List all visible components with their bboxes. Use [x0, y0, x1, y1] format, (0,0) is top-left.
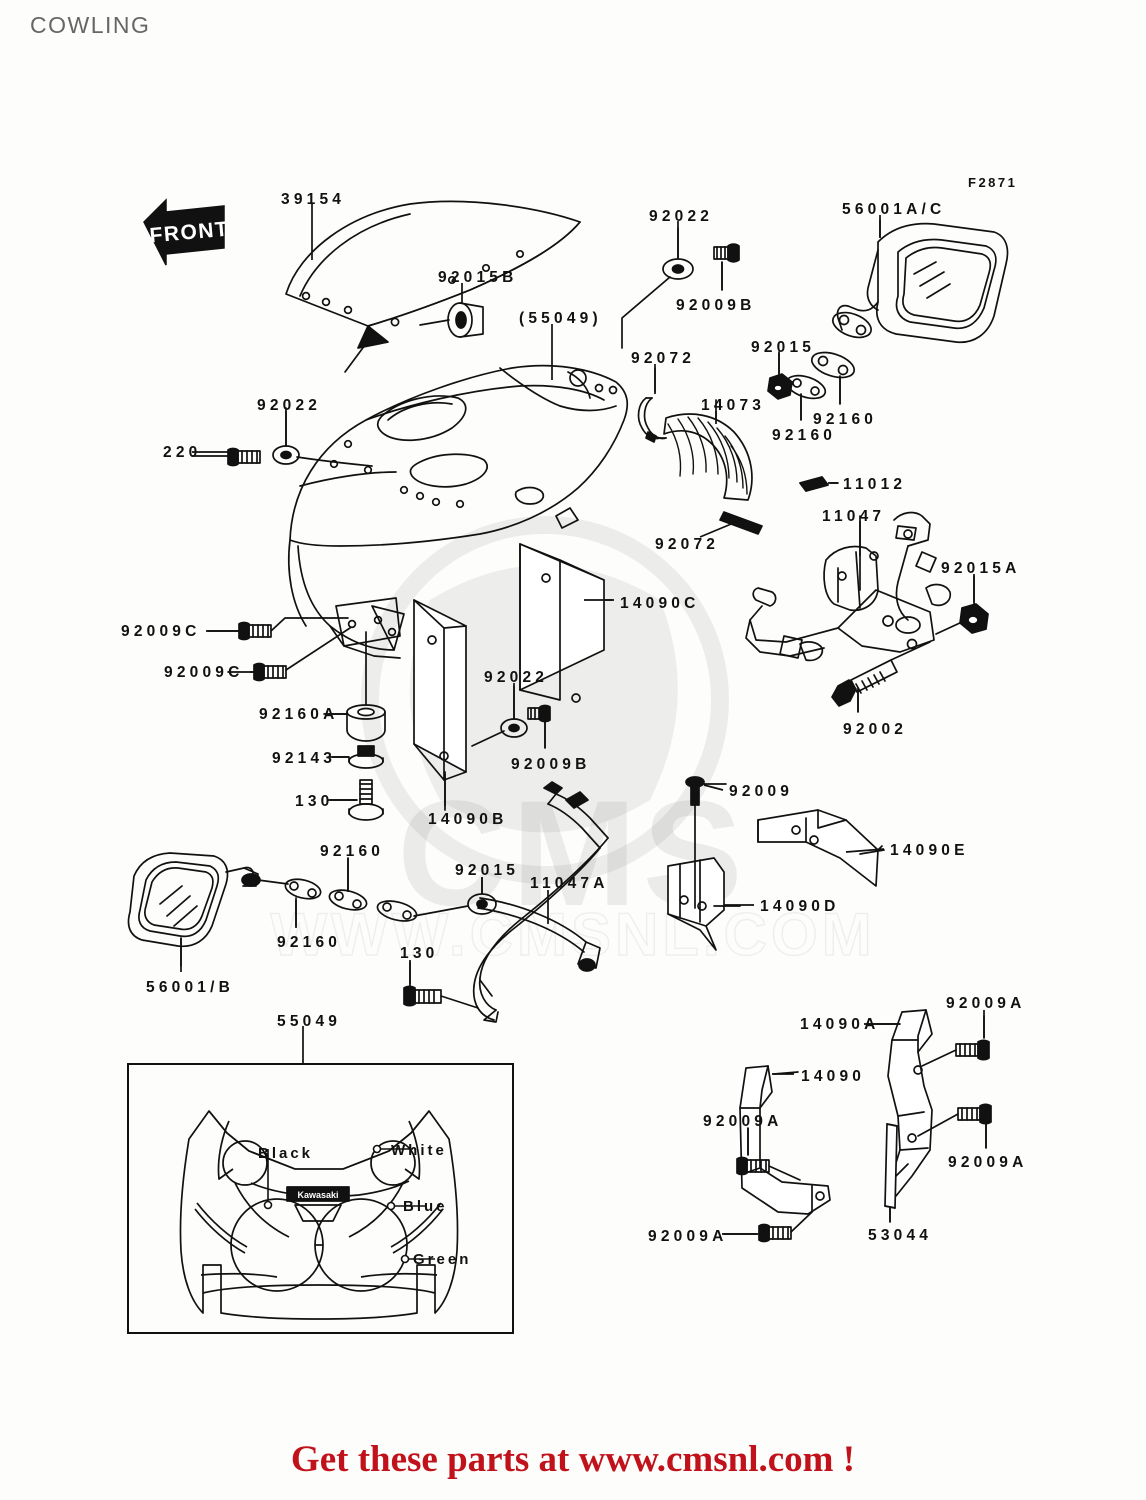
part-number-label: 14073	[701, 397, 766, 414]
part-number-label: 92009	[729, 783, 794, 800]
color-legend-box: Kawasaki Black White Blue Green	[127, 1063, 514, 1334]
part-number-label: 92009C	[121, 623, 201, 640]
part-number-label: 92009B	[676, 297, 756, 314]
part-number-label: 14090B	[428, 811, 508, 828]
footer-promo-text: Get these parts at www.cmsnl.com !	[290, 1439, 856, 1480]
part-number-label: 92160	[772, 427, 837, 444]
part-number-label: 92009A	[703, 1113, 783, 1130]
part-number-label: 14090A	[800, 1016, 880, 1033]
part-number-label: 92009C	[164, 664, 244, 681]
part-number-label: 92015A	[941, 560, 1021, 577]
part-number-label: 92160	[320, 843, 385, 860]
part-number-label: 92015	[751, 339, 816, 356]
part-number-label: 92009B	[511, 756, 591, 773]
part-number-label: 14090D	[760, 898, 840, 915]
part-number-label: 56001/B	[146, 979, 235, 996]
part-number-label: 56001A/C	[842, 201, 946, 218]
kawasaki-decal-text: Kawasaki	[297, 1190, 338, 1200]
part-number-label: 55049	[277, 1013, 342, 1030]
color-label-white: White	[391, 1142, 447, 1159]
part-number-label: 92015B	[438, 269, 518, 286]
part-number-label: 39154	[281, 191, 346, 208]
part-number-label: 130	[400, 945, 439, 962]
part-number-label: 92072	[631, 350, 696, 367]
part-number-label: 92009A	[946, 995, 1026, 1012]
color-legend-art: Kawasaki	[179, 1110, 459, 1320]
part-number-label: 53044	[868, 1227, 933, 1244]
part-number-label: 92160A	[259, 706, 339, 723]
part-number-label: 14090E	[890, 842, 969, 859]
color-label-blue: Blue	[403, 1198, 448, 1215]
part-number-label: 92009A	[948, 1154, 1028, 1171]
part-number-label: 11047	[822, 508, 886, 525]
part-number-label: 92002	[843, 721, 908, 738]
front-arrow-icon: FRONT	[143, 198, 230, 266]
part-number-label: 92143	[272, 750, 337, 767]
part-number-label: 14090	[801, 1068, 866, 1085]
part-number-label: 14090C	[620, 595, 700, 612]
part-number-label: 11012	[843, 476, 907, 493]
part-number-label: 220	[163, 444, 202, 461]
color-label-green: Green	[413, 1251, 472, 1268]
part-number-label: 130	[295, 793, 334, 810]
part-number-label: 92015	[455, 862, 520, 879]
part-number-label: 92072	[655, 536, 720, 553]
diagram-code: F2871	[968, 175, 1018, 190]
part-number-label: 92022	[257, 397, 322, 414]
part-number-label: 92160	[277, 934, 342, 951]
part-number-label: (55049)	[519, 310, 602, 327]
part-number-label: 92009A	[648, 1228, 728, 1245]
part-number-label: 11047A	[530, 875, 609, 892]
part-number-label: 92022	[649, 208, 714, 225]
part-number-label: 92160	[813, 411, 878, 428]
part-number-label: 92022	[484, 669, 549, 686]
page-title: COWLING	[30, 12, 151, 38]
color-label-black: Black	[258, 1145, 314, 1162]
